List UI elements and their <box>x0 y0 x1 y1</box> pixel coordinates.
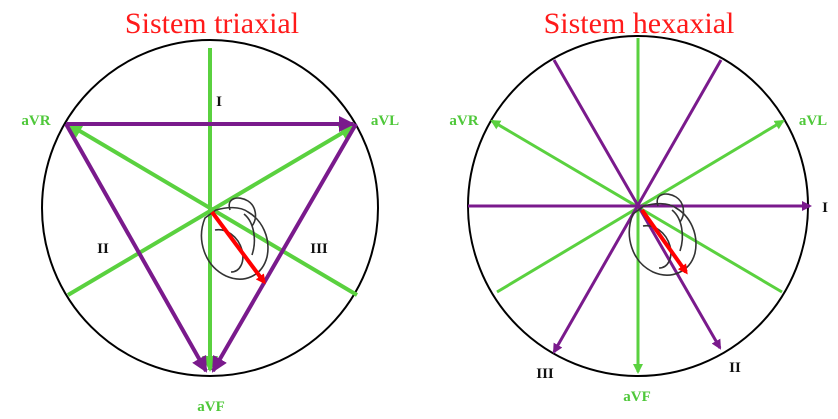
hexaxial-label-avr: aVR <box>449 113 478 129</box>
triaxial-lead-ii-side <box>64 123 208 373</box>
hexaxial-label-avl: aVL <box>799 113 827 129</box>
triaxial-label-lead-ii: II <box>97 241 109 257</box>
hexaxial-diagram: Sistem hexaxial aVR aVL aVF I II III <box>449 7 828 405</box>
hexaxial-title: Sistem hexaxial <box>544 7 735 40</box>
triaxial-label-avl: aVL <box>371 113 399 129</box>
hexaxial-label-lead-ii: II <box>729 360 741 376</box>
triaxial-label-avf: aVF <box>197 399 225 415</box>
hexaxial-lead-iii-axis <box>552 59 723 354</box>
triaxial-lead-iii-side <box>211 122 358 373</box>
triaxial-title: Sistem triaxial <box>125 7 299 40</box>
triaxial-label-lead-i: I <box>216 94 222 110</box>
triaxial-avl-axis <box>66 124 356 297</box>
hexaxial-label-lead-iii: III <box>536 366 554 382</box>
hexaxial-cardiac-vector-arrow <box>640 208 688 275</box>
triaxial-cardiac-vector-arrow <box>210 210 266 285</box>
triaxial-outline-circle <box>41 39 379 377</box>
triaxial-diagram: Sistem triaxial aVR aVL aVF I II III <box>21 7 399 415</box>
hexaxial-label-avf: aVF <box>623 389 651 405</box>
hexaxial-label-lead-i: I <box>822 200 828 216</box>
triaxial-label-avr: aVR <box>21 113 50 129</box>
triaxial-label-lead-iii: III <box>310 241 328 257</box>
